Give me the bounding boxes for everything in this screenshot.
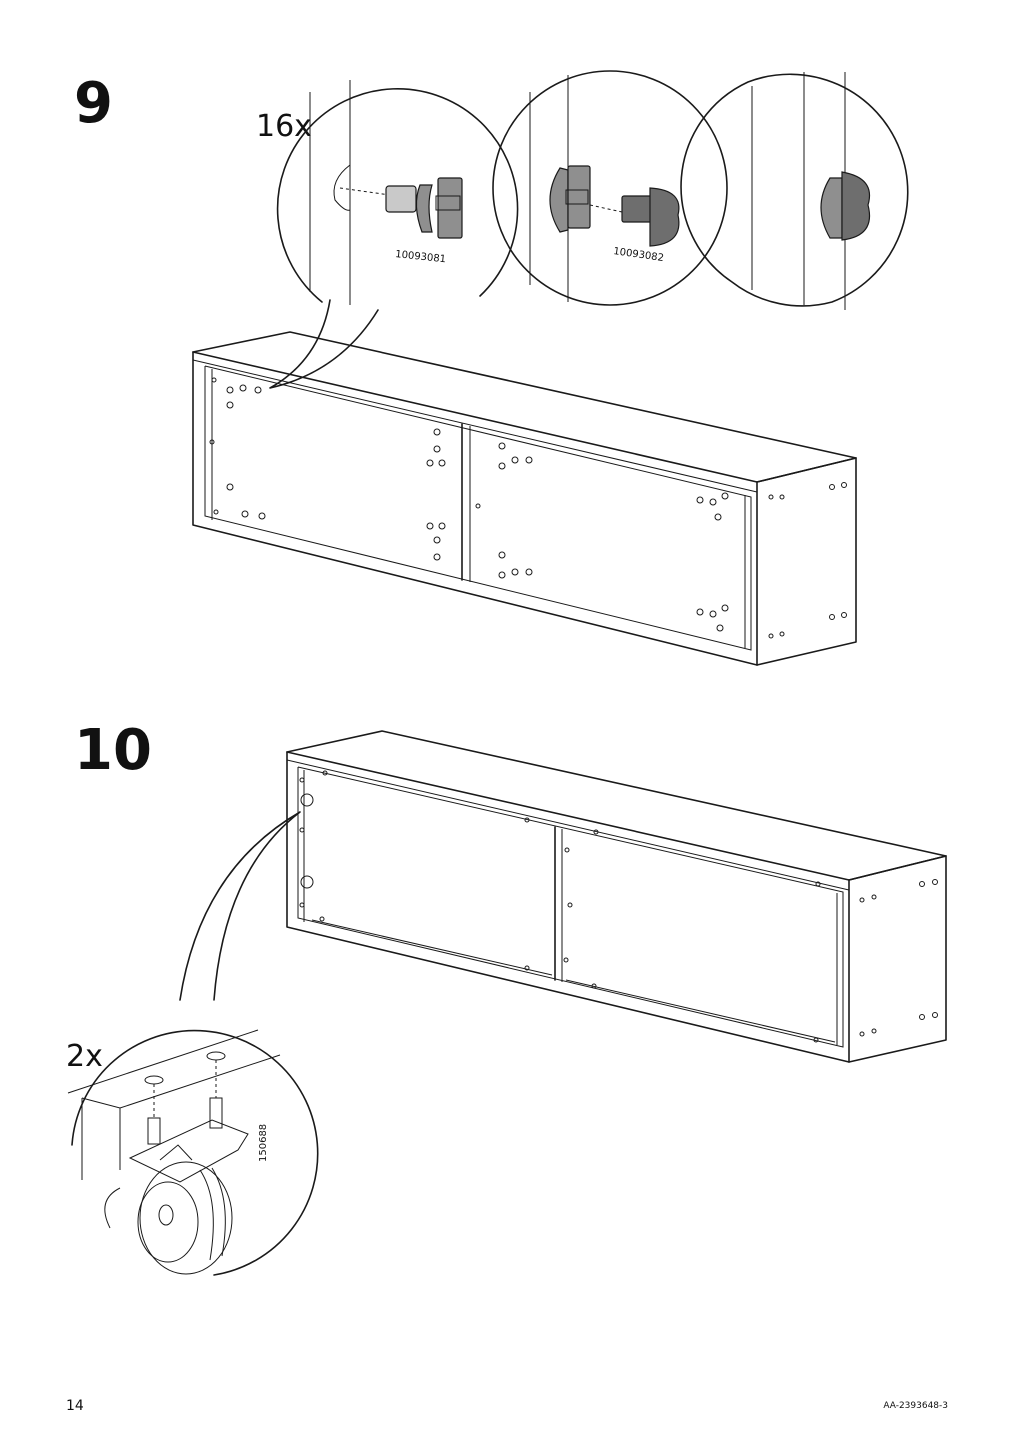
document-id: AA-2393648-3: [883, 1401, 948, 1411]
step-10-callout-pointer: [179, 811, 301, 1001]
step-10-number: 10: [74, 718, 152, 783]
step-9-callout-pointer: [269, 299, 379, 389]
step-10-cabinet: [286, 730, 947, 1063]
part-10093082-label: 10093082: [613, 246, 665, 264]
step-9-detail-circle-3: [680, 72, 909, 310]
part-10093081-label: 10093081: [395, 249, 447, 265]
step-10-detail-circle: 150688: [67, 1029, 319, 1276]
step-9-detail-circle-2: 10093082: [492, 70, 728, 306]
part-150688-label: 150688: [258, 1124, 269, 1162]
step-9-detail-circle-1: 10093081: [276, 80, 519, 305]
step-9-cabinet: [192, 331, 857, 666]
page-number: 14: [66, 1398, 84, 1414]
step-10-quantity: 2x: [66, 1039, 103, 1074]
step-9-number: 9: [74, 71, 113, 136]
